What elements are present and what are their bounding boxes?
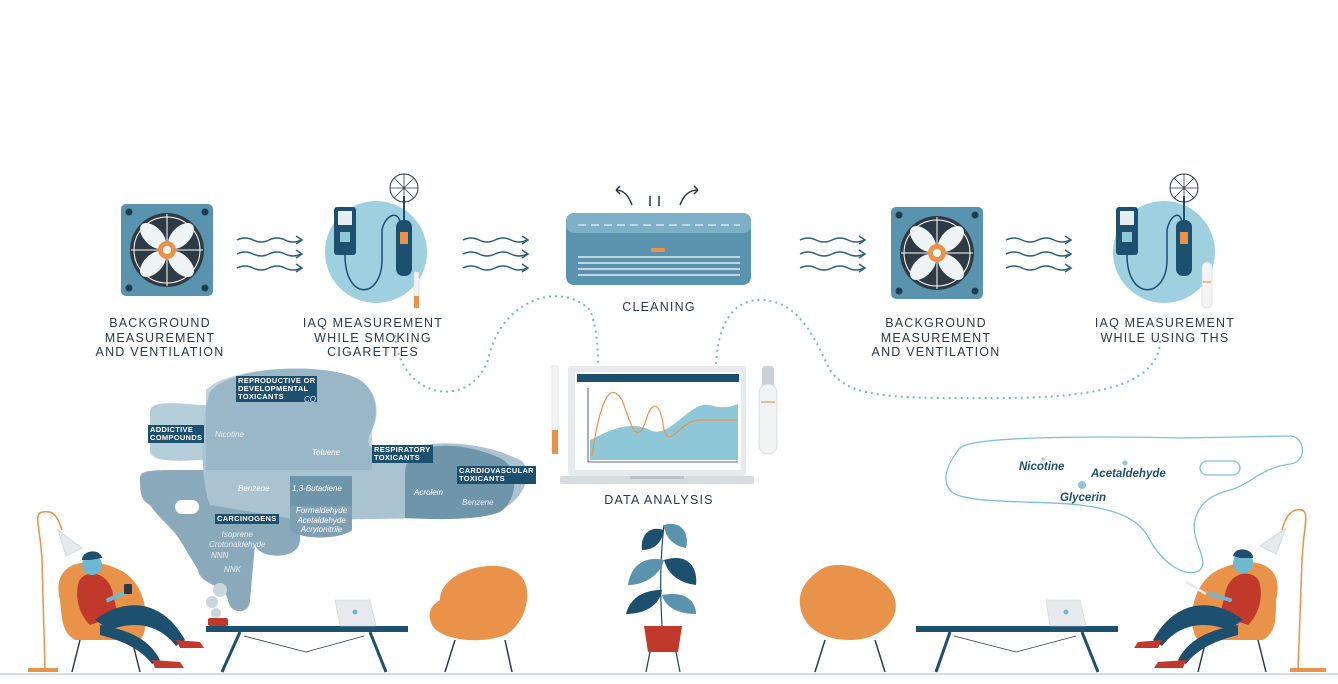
seated-person-ths-user-icon [1134, 549, 1278, 673]
step-label-iaq-cigarettes: IAQ MEASUREMENT WHILE SMOKING CIGARETTES [302, 316, 444, 359]
armchair-icon [799, 564, 896, 673]
iaq-meter-ths-icon [1113, 173, 1215, 309]
tag-carcinogens: CARCINOGENS [215, 514, 279, 524]
tag-reproductive-toxicants: REPRODUCTIVE OR DEVELOPMENTAL TOXICANTS [236, 376, 318, 402]
air-purifier-icon [566, 185, 751, 285]
tag-cardiovascular-toxicants: CARDIOVASCULAR TOXICANTS [457, 466, 536, 484]
floor-lamp-icon [28, 511, 83, 672]
airflow-arrows-icon [799, 235, 867, 273]
compound-nicotine: Nicotine [215, 430, 244, 439]
ths-compound-acetaldehyde: Acetaldehyde [1091, 468, 1166, 480]
laptop-chart-icon [560, 366, 754, 484]
iaq-meter-cigarette-icon [325, 173, 427, 309]
step-label-cleaning: CLEANING [622, 300, 696, 314]
tag-addictive-compounds: ADDICTIVE COMPOUNDS [148, 425, 205, 443]
heated-tobacco-device-icon [758, 366, 778, 455]
airflow-arrows-icon [236, 235, 304, 273]
airflow-arrows-icon [462, 235, 530, 273]
dotted-connector-right [715, 298, 1161, 400]
compound-benzene: Benzene [238, 484, 270, 493]
coffee-table-icon [916, 599, 1118, 673]
compound-co: CO [304, 395, 316, 404]
compound-acrolein: Acrolein [414, 488, 443, 497]
potted-plant-icon [626, 523, 697, 673]
ths-compound-glycerin: Glycerin [1060, 492, 1107, 504]
coffee-table-icon [206, 599, 408, 673]
ths-compound-nicotine: Nicotine [1019, 461, 1065, 473]
step-label-background-ventilation-2: BACKGROUND MEASUREMENT AND VENTILATION [871, 316, 1001, 359]
compound-aldehydes: Formaldehyde Acetaldehyde Acrylonitrile [296, 506, 348, 534]
ths-aerosol-cloud [945, 435, 1304, 574]
cigarette-icon [551, 365, 559, 455]
armchair-icon [429, 565, 528, 673]
seated-person-smoker-icon [58, 551, 204, 673]
compound-benzene-cardio: Benzene [462, 498, 494, 507]
tag-respiratory-toxicants: RESPIRATORY TOXICANTS [372, 445, 433, 463]
step-label-data-analysis: DATA ANALYSIS [604, 493, 714, 507]
compound-nnk: NNK [224, 565, 241, 574]
compound-toluene: Toluene [312, 448, 341, 457]
compound-butadiene: 1,3-Butadiene [292, 484, 342, 493]
airflow-arrows-icon [1005, 235, 1073, 273]
step-label-iaq-ths: IAQ MEASUREMENT WHILE USING THS [1094, 316, 1236, 345]
floor-lamp-icon [1259, 509, 1326, 672]
fan-icon [121, 204, 213, 296]
step-label-background-ventilation: BACKGROUND MEASUREMENT AND VENTILATION [95, 316, 225, 359]
compound-nnn: NNN [211, 551, 229, 560]
compound-isoprene: Isoprene Crotonaldehyde [209, 530, 266, 549]
fan-icon [891, 207, 983, 299]
